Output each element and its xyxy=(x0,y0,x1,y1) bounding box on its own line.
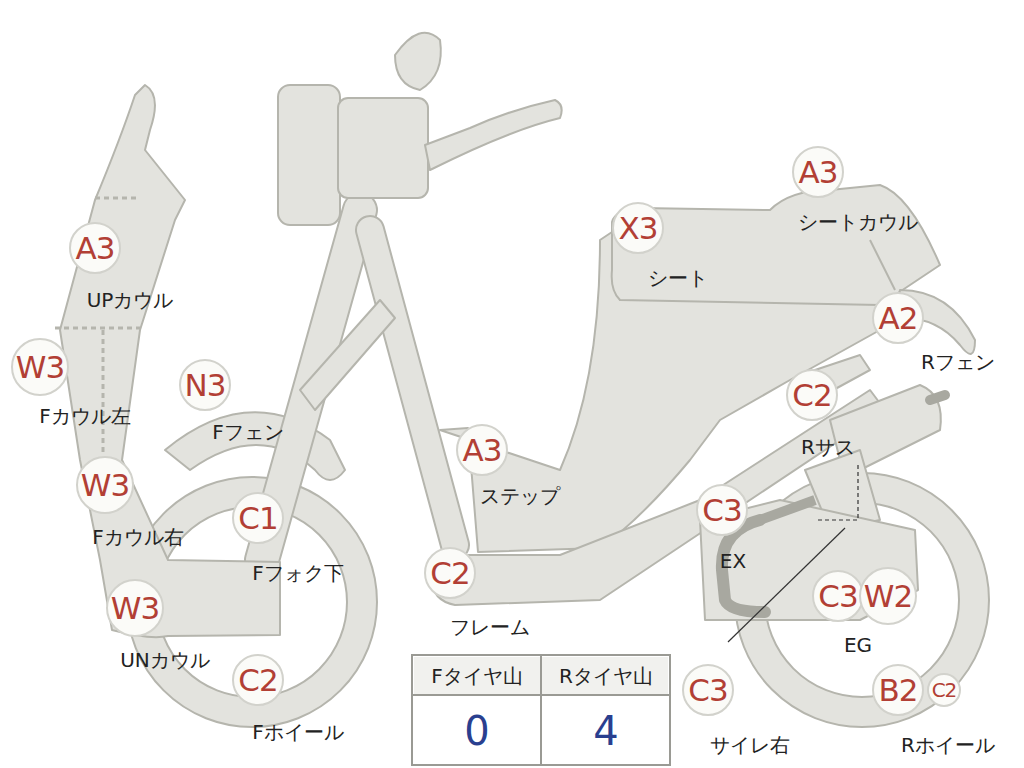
damage-code: C2 xyxy=(932,680,957,700)
bike-shape xyxy=(818,465,858,520)
part-name: Rフェン xyxy=(921,351,995,373)
damage-code-circle: W3 xyxy=(11,338,69,396)
bike-shape xyxy=(278,85,340,225)
damage-code: A3 xyxy=(463,435,502,466)
damage-code: C3 xyxy=(702,495,741,526)
part-name: Rホイール xyxy=(901,734,995,756)
bike-shape xyxy=(540,655,542,765)
bike-shape xyxy=(395,33,441,90)
part-name: Fフォク下 xyxy=(252,562,344,584)
bike-shape xyxy=(338,98,428,198)
damage-code-circle: A3 xyxy=(69,222,121,274)
damage-code-circle: N3 xyxy=(179,359,231,411)
damage-code-circle: A2 xyxy=(872,292,924,344)
damage-code: W3 xyxy=(16,352,64,383)
damage-code: N3 xyxy=(185,370,226,401)
bike-parts xyxy=(55,33,975,712)
damage-code: C3 xyxy=(688,675,727,706)
damage-code: W2 xyxy=(864,581,912,612)
part-name: UNカウル xyxy=(120,649,210,671)
bike-shape xyxy=(612,185,940,305)
damage-code-circle: W3 xyxy=(106,579,164,637)
damage-code: W3 xyxy=(81,470,129,501)
damage-code: A3 xyxy=(76,233,115,264)
damage-code-circle: X3 xyxy=(612,202,664,254)
part-name: ステップ xyxy=(480,485,560,507)
part-name: Rサス xyxy=(801,436,855,458)
table-value: 4 xyxy=(593,711,618,751)
damage-code-circle: C2 xyxy=(927,673,961,707)
bike-shape xyxy=(370,230,455,545)
tread-table xyxy=(412,655,670,765)
part-name: フレーム xyxy=(450,616,530,638)
part-name: Fフェン xyxy=(212,421,284,443)
damage-code-circle: W3 xyxy=(76,456,134,514)
bike-shape xyxy=(60,85,280,637)
bike-shape xyxy=(370,230,455,545)
part-name: EG xyxy=(844,634,872,656)
damage-code: A2 xyxy=(879,303,918,334)
damage-code: B2 xyxy=(879,675,918,706)
damage-code-circle: C2 xyxy=(424,547,476,599)
damage-code-circle: C2 xyxy=(232,654,284,706)
part-name: Fカウル右 xyxy=(92,526,184,548)
damage-code: A3 xyxy=(799,157,838,188)
damage-code: C3 xyxy=(818,581,857,612)
bike-shape xyxy=(870,240,895,290)
part-name: シートカウル xyxy=(798,211,918,233)
damage-code: C2 xyxy=(430,558,469,589)
bike-shape xyxy=(760,500,815,520)
damage-code-circle: C2 xyxy=(786,369,838,421)
damage-code: C1 xyxy=(238,503,277,534)
damage-code-circle: W2 xyxy=(859,567,917,625)
bike-shape xyxy=(95,197,140,200)
part-name: Fカウル左 xyxy=(39,405,131,427)
damage-code-circle: C3 xyxy=(812,570,864,622)
part-name: サイレ右 xyxy=(710,734,790,756)
bike-shape xyxy=(300,300,395,410)
part-name: UPカウル xyxy=(87,289,174,311)
bike-shape xyxy=(102,330,105,455)
bike-shape xyxy=(930,395,945,400)
damage-code: W3 xyxy=(111,593,159,624)
damage-code-circle: C3 xyxy=(682,664,734,716)
table-header: Fタイヤ山 xyxy=(431,666,523,686)
damage-code: C2 xyxy=(238,665,277,696)
damage-code: C2 xyxy=(792,380,831,411)
bike-shape xyxy=(425,100,562,170)
bike-shape xyxy=(55,327,140,330)
damage-code-circle: A3 xyxy=(792,146,844,198)
table-value: 0 xyxy=(464,711,489,751)
part-name: EX xyxy=(720,550,746,572)
damage-code: X3 xyxy=(619,213,658,244)
damage-code-circle: A3 xyxy=(456,424,508,476)
part-name: Fホイール xyxy=(252,721,344,743)
damage-code-circle: B2 xyxy=(872,664,924,716)
bike-shape xyxy=(412,655,670,765)
damage-code-circle: C3 xyxy=(696,484,748,536)
table-header: Rタイヤ山 xyxy=(559,666,653,686)
part-name: シート xyxy=(648,267,708,289)
damage-code-circle: C1 xyxy=(232,492,284,544)
